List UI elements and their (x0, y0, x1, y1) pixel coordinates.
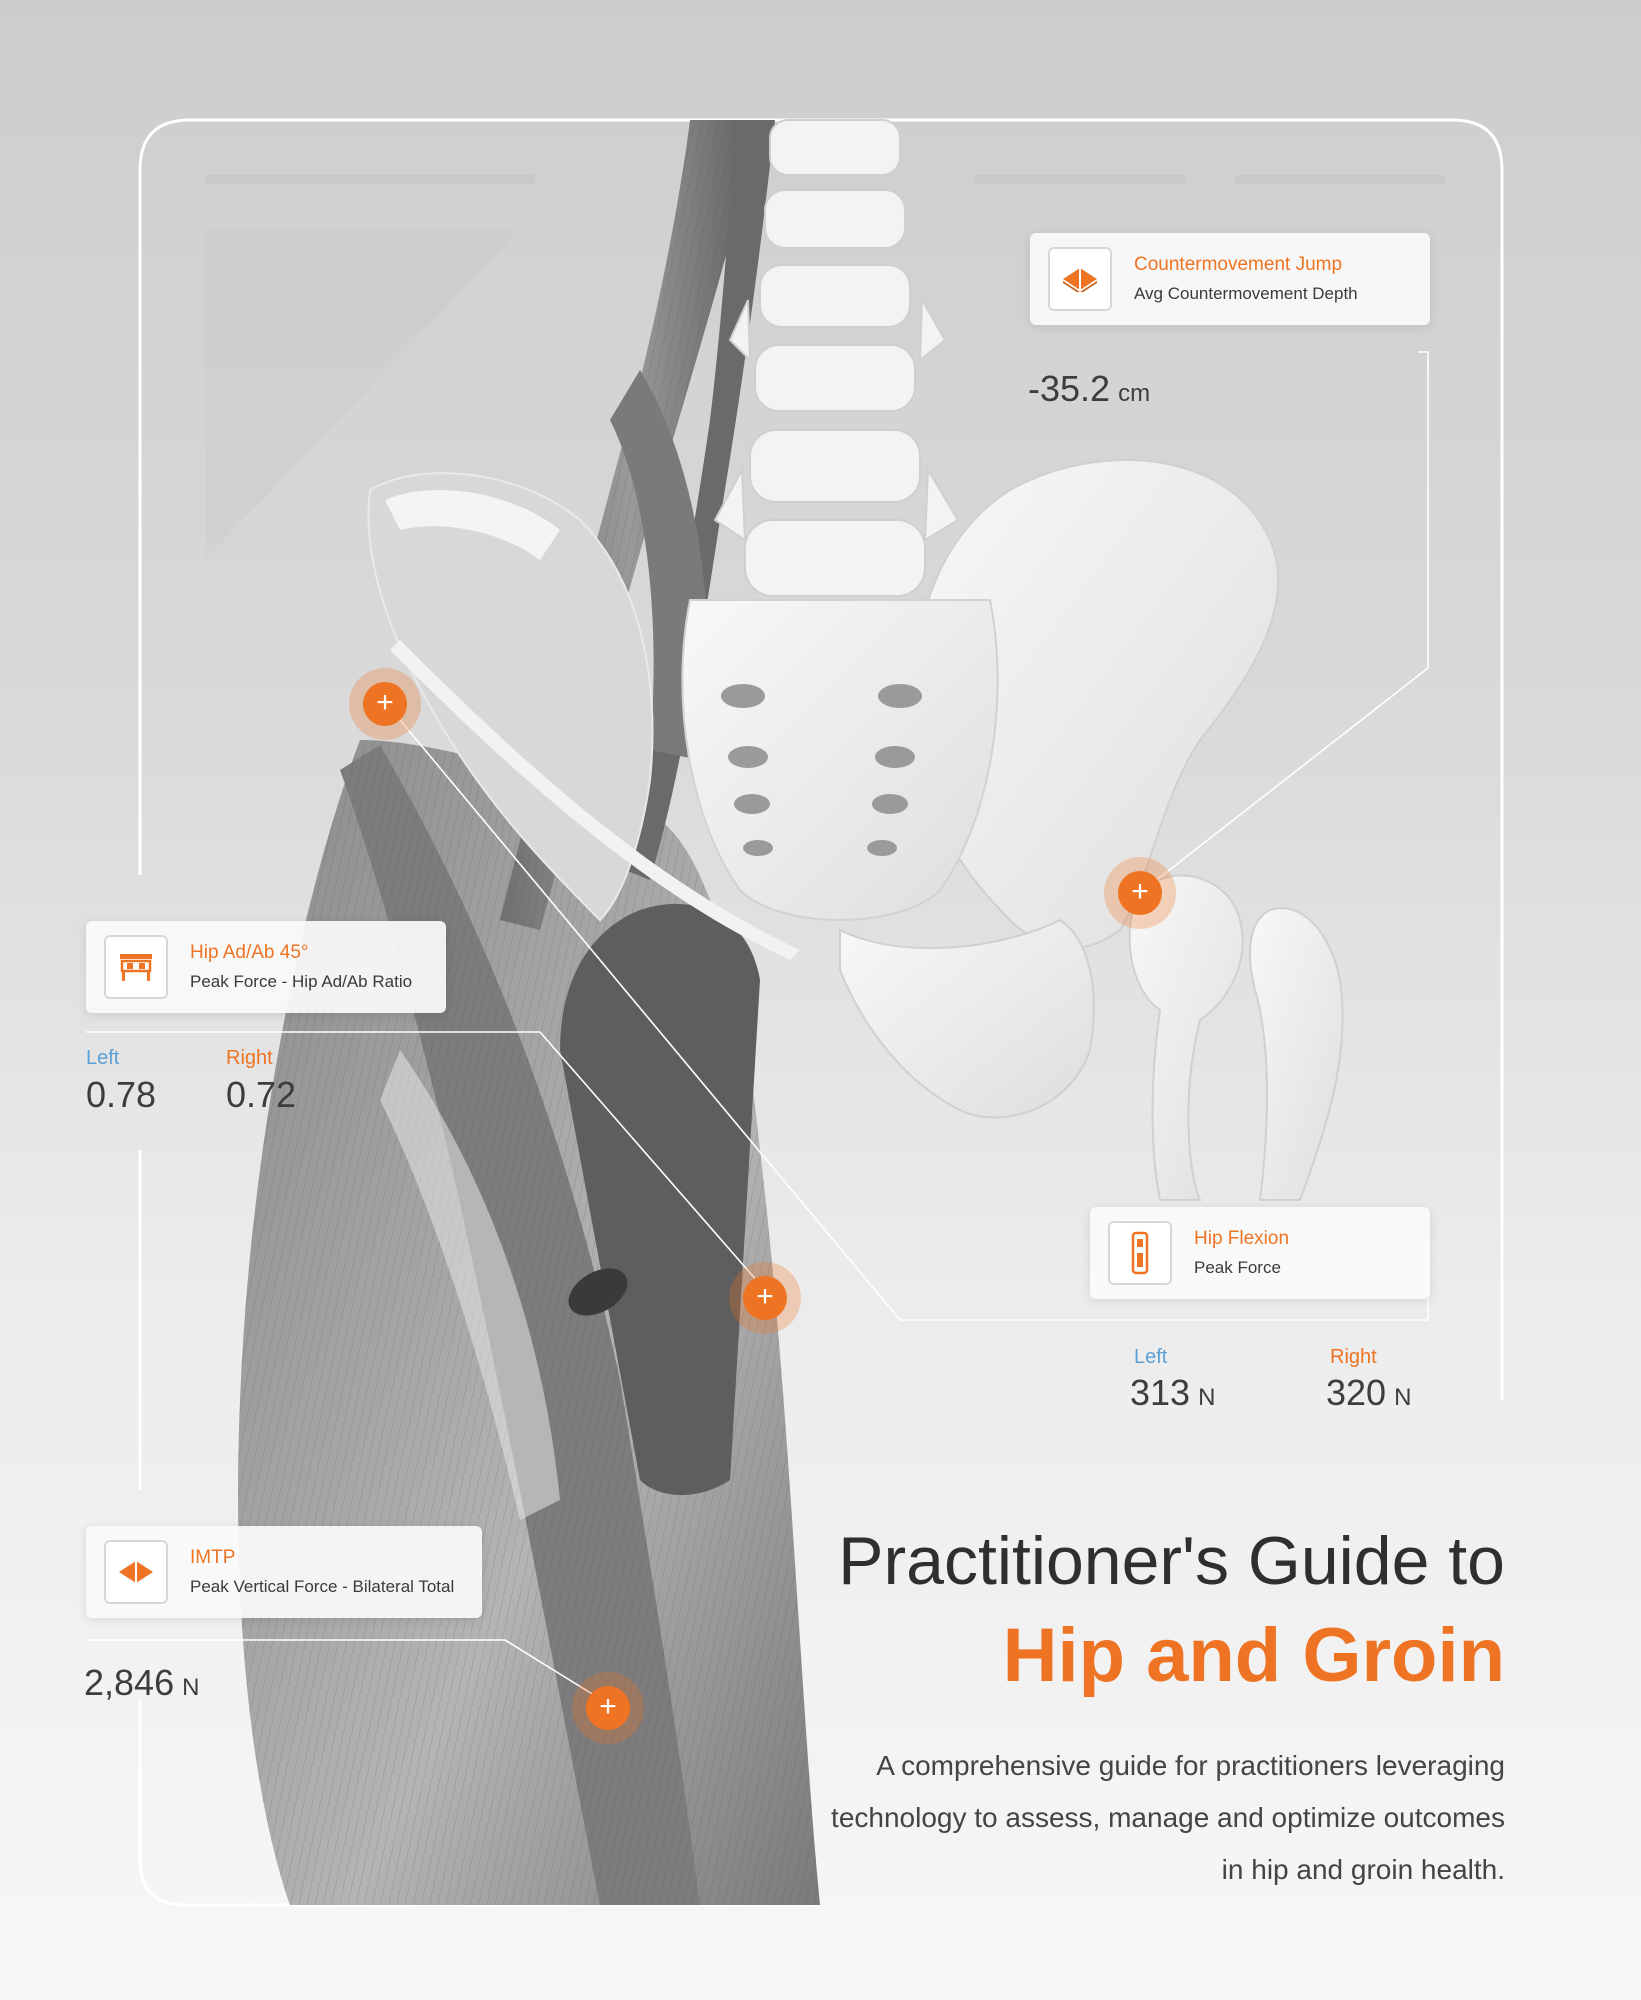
hotspot-hip-flexion[interactable]: + (729, 1262, 801, 1334)
hip-flexion-card[interactable]: Hip Flexion Peak Force (1090, 1207, 1430, 1299)
hotspot-cmj[interactable]: + (1104, 857, 1176, 929)
description: A comprehensive guide for practitioners … (831, 1750, 1505, 1885)
force-plate-icon (1048, 247, 1112, 311)
cmj-subtitle: Avg Countermovement Depth (1134, 283, 1358, 303)
inguinal-ligament (390, 640, 800, 960)
hip-ad-ab-right-label: Right (226, 1047, 273, 1069)
heading-line-2: Hip and Groin (1002, 1613, 1505, 1698)
hip-flexion-left-label: Left (1134, 1346, 1168, 1368)
hotspot-hip-ad-ab[interactable]: + (349, 668, 421, 740)
spine (713, 119, 960, 597)
hip-ad-ab-left-value: 0.78 (86, 1074, 157, 1115)
hip-flexion-right-label: Right (1330, 1346, 1377, 1368)
cmj-card[interactable]: Countermovement Jump Avg Countermovement… (1030, 233, 1430, 325)
background-stripes (205, 175, 1445, 560)
cmj-title: Countermovement Jump (1134, 253, 1343, 275)
hip-ad-ab-right-value: 0.72 (226, 1074, 297, 1115)
imtp-title: IMTP (190, 1546, 236, 1568)
hip-flexion-title: Hip Flexion (1194, 1227, 1290, 1249)
pelvis (367, 459, 1344, 1201)
hotspot-imtp[interactable]: + (572, 1672, 644, 1744)
hip-ad-ab-card[interactable]: Hip Ad/Ab 45° Peak Force - Hip Ad/Ab Rat… (86, 921, 446, 1013)
hip-ad-ab-subtitle: Peak Force - Hip Ad/Ab Ratio (190, 971, 413, 991)
adductor-rig-icon (104, 935, 168, 999)
dynamometer-icon (1108, 1221, 1172, 1285)
imtp-card[interactable]: IMTP Peak Vertical Force - Bilateral Tot… (86, 1526, 482, 1618)
heading-line-1: Practitioner's Guide to (838, 1523, 1505, 1599)
imtp-subtitle: Peak Vertical Force - Bilateral Total (190, 1576, 455, 1596)
hip-ad-ab-left-label: Left (86, 1047, 120, 1069)
hip-ad-ab-title: Hip Ad/Ab 45° (190, 941, 309, 963)
force-plate-icon (104, 1540, 168, 1604)
hip-flexion-subtitle: Peak Force (1194, 1257, 1281, 1277)
